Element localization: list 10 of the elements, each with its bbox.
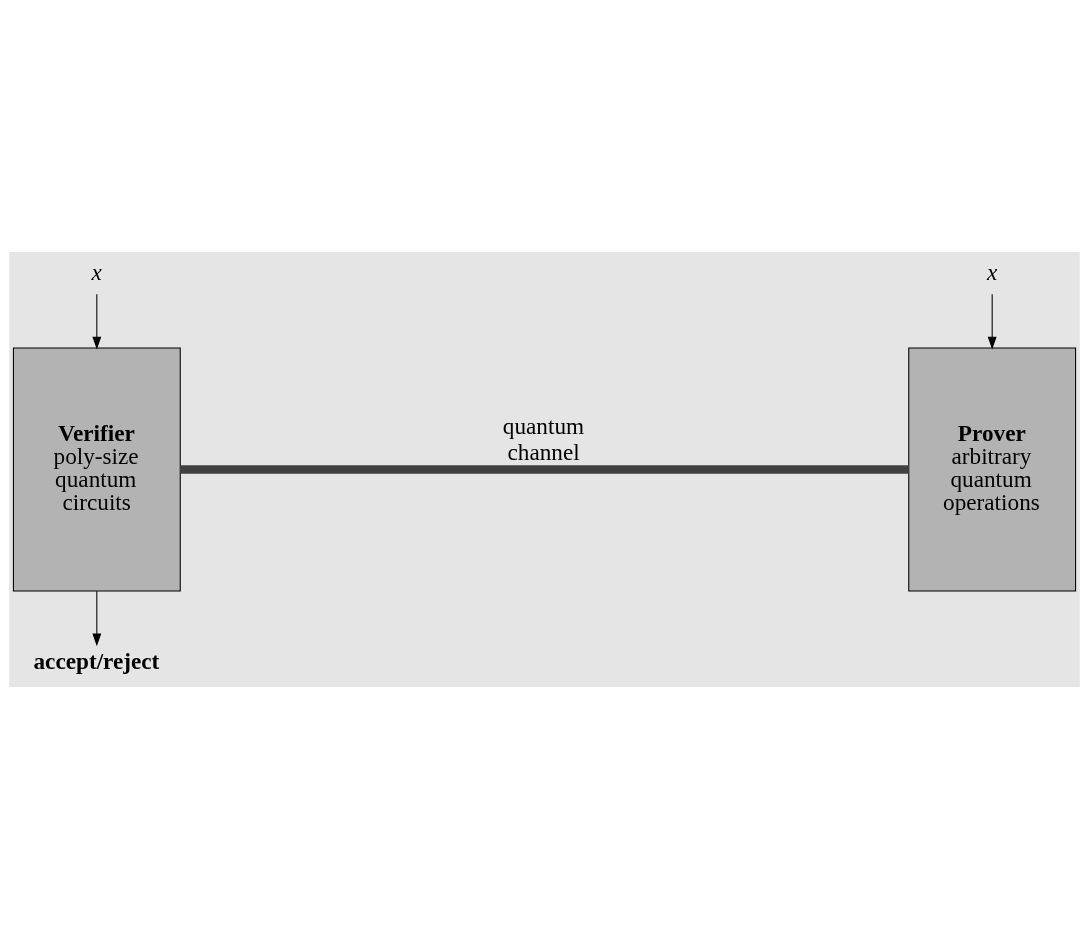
node-box: Prover arbitrary quantum operations: [908, 347, 1077, 592]
arrow: [987, 293, 997, 350]
arrow: [92, 293, 102, 350]
edge-label: quantum channel: [502, 413, 585, 465]
node-text: accept/reject: [33, 647, 160, 674]
connector: [180, 465, 909, 474]
arrow: [92, 590, 102, 647]
node-text: x: [986, 259, 998, 286]
node-box: Verifier poly-size quantum circuits: [12, 347, 181, 592]
node-text: x: [91, 259, 102, 286]
